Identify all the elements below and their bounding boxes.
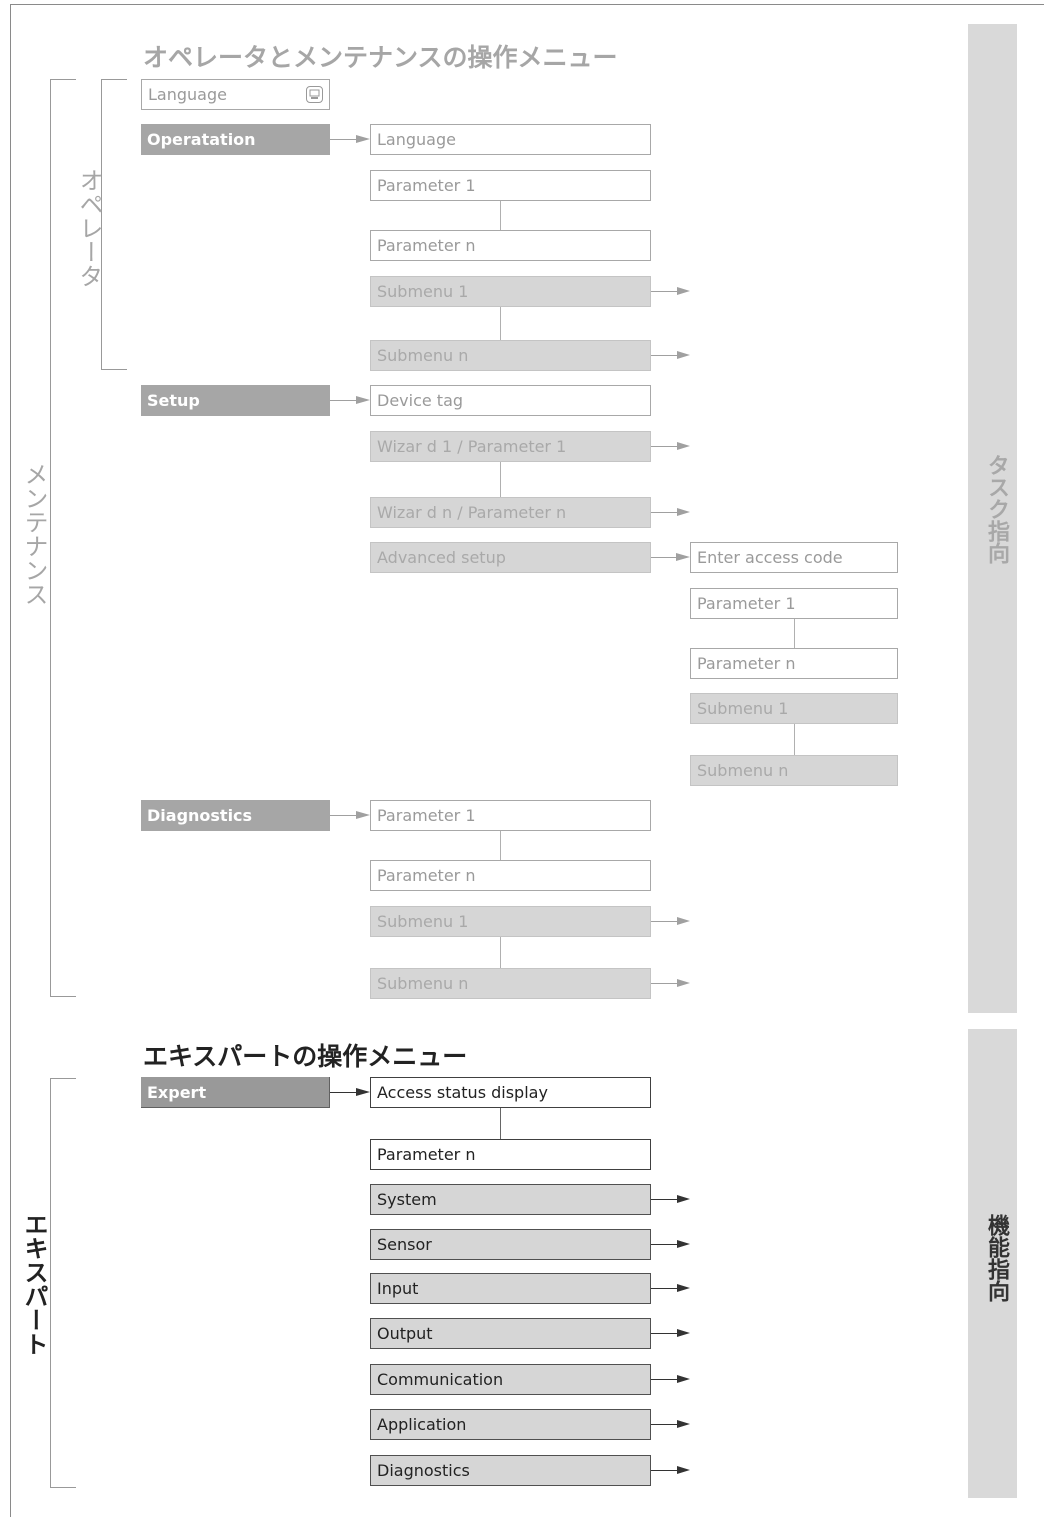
setup-item-advanced-setup[interactable]: Advanced setup	[370, 542, 651, 573]
arrow-icon	[356, 135, 370, 143]
continuation-line	[500, 1108, 501, 1139]
connector-line	[651, 512, 681, 513]
operation-item-submenu-n[interactable]: Submenu n	[370, 340, 651, 371]
arrow-icon	[677, 1466, 690, 1474]
arrow-icon	[356, 396, 370, 404]
function-oriented-label: 機能指向	[984, 1214, 1009, 1302]
arrow-icon	[677, 1329, 690, 1337]
advanced-item-enter-access-code[interactable]: Enter access code	[690, 542, 898, 573]
connector-line	[651, 1199, 681, 1200]
arrow-icon	[356, 1088, 370, 1096]
continuation-line	[500, 201, 501, 230]
operation-item-language[interactable]: Language	[370, 124, 651, 155]
advanced-item-parameter-n[interactable]: Parameter n	[690, 648, 898, 679]
operator-label: オペレータ	[75, 168, 103, 288]
continuation-line	[500, 937, 501, 968]
connector-line	[330, 139, 360, 140]
arrow-icon	[677, 1195, 690, 1203]
expert-item-communication[interactable]: Communication	[370, 1364, 651, 1395]
expert-bracket	[50, 1078, 76, 1488]
arrow-icon	[677, 1420, 690, 1428]
maintenance-bracket	[50, 79, 76, 997]
task-oriented-label: タスク指向	[984, 454, 1009, 564]
arrow-icon	[677, 979, 690, 987]
task-oriented-band: タスク指向	[968, 24, 1017, 1013]
setup-item-device-tag[interactable]: Device tag	[370, 385, 651, 416]
operator-bracket	[101, 79, 127, 370]
expert-item-output[interactable]: Output	[370, 1318, 651, 1349]
continuation-line	[500, 307, 501, 340]
connector-line	[651, 1244, 681, 1245]
operation-item-parameter-1[interactable]: Parameter 1	[370, 170, 651, 201]
operation-item-submenu-1[interactable]: Submenu 1	[370, 276, 651, 307]
continuation-line	[500, 462, 501, 497]
advanced-item-submenu-1[interactable]: Submenu 1	[690, 693, 898, 724]
continuation-line	[794, 619, 795, 648]
arrow-icon	[677, 1240, 690, 1248]
expert-item-input[interactable]: Input	[370, 1273, 651, 1304]
connector-line	[651, 1288, 681, 1289]
connector-line	[651, 1470, 681, 1471]
operation-menu-label: Operatation	[147, 130, 256, 149]
diagnostics-item-submenu-n[interactable]: Submenu n	[370, 968, 651, 999]
diagnostics-menu[interactable]: Diagnostics	[141, 800, 330, 831]
display-settings-icon	[306, 86, 323, 103]
connector-line	[651, 1424, 681, 1425]
arrow-icon	[677, 351, 690, 359]
page-frame	[10, 4, 1044, 1517]
continuation-line	[500, 831, 501, 860]
arrow-icon	[677, 287, 690, 295]
expert-item-diagnostics[interactable]: Diagnostics	[370, 1455, 651, 1486]
operation-menu[interactable]: Operatation	[141, 124, 330, 155]
connector-line	[651, 446, 681, 447]
continuation-line	[794, 724, 795, 755]
arrow-icon	[677, 1375, 690, 1383]
connector-line	[651, 1333, 681, 1334]
arrow-icon	[677, 1284, 690, 1292]
diagnostics-item-parameter-n[interactable]: Parameter n	[370, 860, 651, 891]
connector-line	[330, 815, 360, 816]
arrow-icon	[677, 917, 690, 925]
connector-line	[651, 983, 681, 984]
expert-item-sensor[interactable]: Sensor	[370, 1229, 651, 1260]
expert-menu-heading: エキスパートの操作メニュー	[143, 1042, 468, 1071]
expert-label: エキスパート	[20, 1212, 48, 1356]
connector-line	[330, 1092, 360, 1093]
expert-item-application[interactable]: Application	[370, 1409, 651, 1440]
maintenance-label: メンテナンス	[20, 462, 48, 606]
function-oriented-band: 機能指向	[968, 1029, 1017, 1498]
arrow-icon	[677, 442, 690, 450]
connector-line	[651, 1379, 681, 1380]
setup-menu-label: Setup	[147, 391, 200, 410]
setup-item-wizard-n[interactable]: Wizar d n / Parameter n	[370, 497, 651, 528]
setup-menu[interactable]: Setup	[141, 385, 330, 416]
connector-line	[651, 557, 679, 558]
expert-item-system[interactable]: System	[370, 1184, 651, 1215]
operator-menu-heading: オペレータとメンテナンスの操作メニュー	[143, 43, 618, 72]
expert-menu-label: Expert	[147, 1082, 207, 1102]
operation-item-parameter-n[interactable]: Parameter n	[370, 230, 651, 261]
advanced-item-submenu-n[interactable]: Submenu n	[690, 755, 898, 786]
language-box[interactable]: Language	[141, 79, 330, 110]
connector-line	[651, 355, 681, 356]
arrow-icon	[677, 508, 690, 516]
connector-line	[330, 400, 360, 401]
expert-menu[interactable]: Expert	[141, 1077, 330, 1108]
diagnostics-item-parameter-1[interactable]: Parameter 1	[370, 800, 651, 831]
connector-line	[651, 291, 681, 292]
expert-item-access-status-display[interactable]: Access status display	[370, 1077, 651, 1108]
arrow-icon	[676, 553, 690, 561]
connector-line	[651, 921, 681, 922]
expert-item-parameter-n[interactable]: Parameter n	[370, 1139, 651, 1170]
arrow-icon	[356, 811, 370, 819]
setup-item-wizard-1[interactable]: Wizar d 1 / Parameter 1	[370, 431, 651, 462]
advanced-item-parameter-1[interactable]: Parameter 1	[690, 588, 898, 619]
diagnostics-menu-label: Diagnostics	[147, 806, 253, 825]
language-box-label: Language	[148, 85, 227, 104]
diagnostics-item-submenu-1[interactable]: Submenu 1	[370, 906, 651, 937]
